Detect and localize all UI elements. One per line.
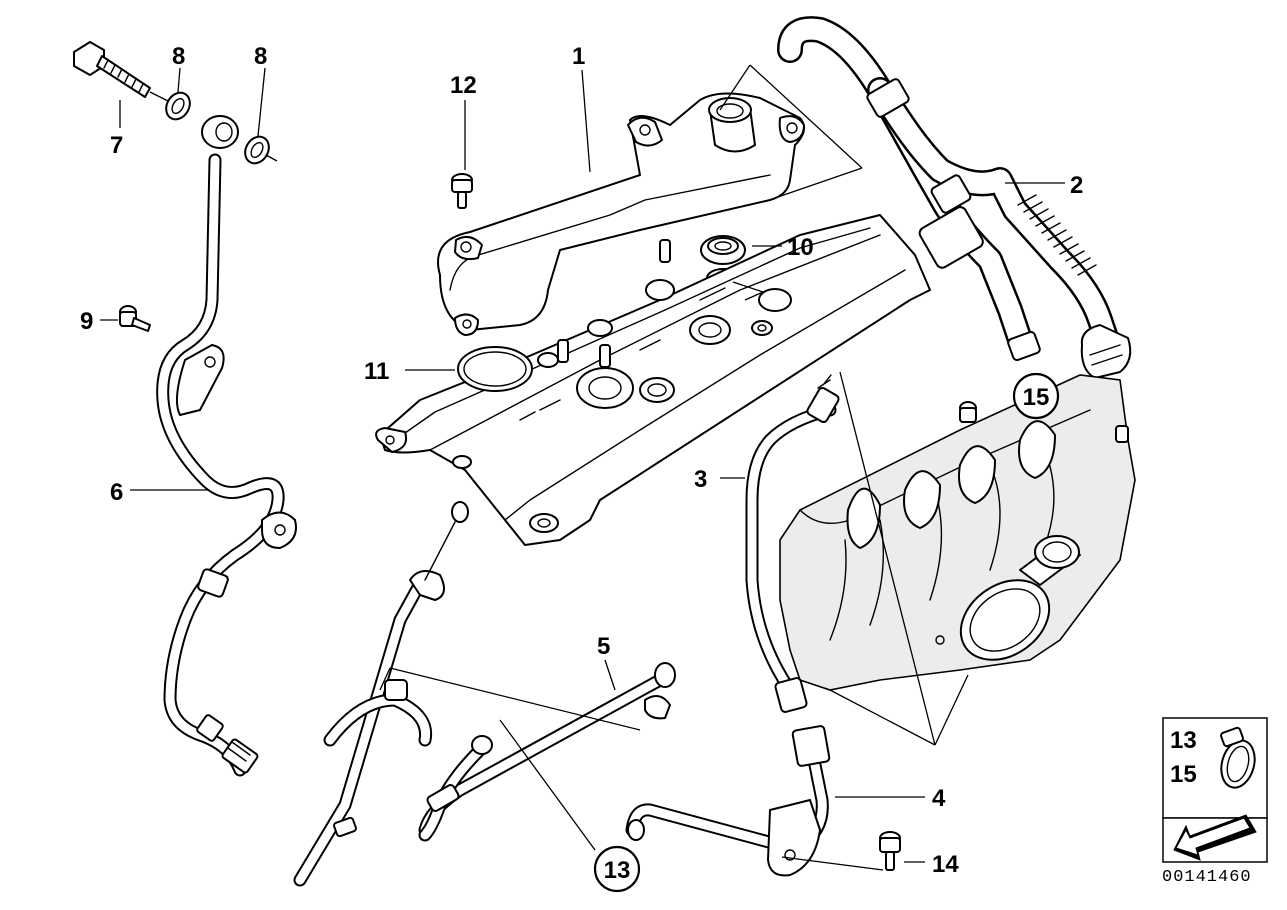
valve-cover	[375, 214, 931, 546]
part-12-screw	[451, 173, 473, 209]
callout-3: 3	[694, 466, 707, 493]
intake-manifold	[779, 374, 1136, 691]
callout-12: 12	[450, 72, 477, 99]
callout-15: 15	[1023, 384, 1050, 411]
part-3-breather-hose	[745, 374, 840, 713]
part-5-breather-pipe	[418, 662, 676, 842]
callout-8b: 8	[254, 43, 267, 70]
hose-clamp-icon	[1220, 726, 1256, 789]
callout-15-circled: 15	[1012, 372, 1060, 420]
callout-4: 4	[932, 785, 946, 812]
callout-6: 6	[110, 479, 123, 506]
legend-15: 15	[1170, 761, 1197, 788]
callout-labels: 1 2 3 4 5 6 7 8 8 9 10 11 12 14	[80, 43, 1083, 878]
callout-5: 5	[597, 633, 610, 660]
front-arrow-icon	[1173, 814, 1257, 861]
part-4-vent-pipe	[625, 725, 831, 877]
document-number: 00141460	[1162, 868, 1252, 887]
part-7-banjo-bolt	[73, 41, 151, 98]
dipstick-guide	[293, 501, 469, 887]
callout-7: 7	[110, 132, 123, 159]
part-6-oil-pipe	[156, 115, 297, 777]
part-14-screw	[879, 831, 901, 871]
callout-13: 13	[604, 857, 631, 884]
callout-8a: 8	[172, 43, 185, 70]
part-8-seal-washer-b	[244, 135, 270, 165]
clamp-legend: 13 15	[1162, 717, 1268, 819]
part-8-seal-washer-a	[165, 91, 191, 121]
callout-14: 14	[932, 851, 959, 878]
part-11-o-ring	[457, 346, 533, 392]
part-9-screw	[119, 305, 151, 332]
callout-1: 1	[572, 43, 585, 70]
legend-13: 13	[1170, 727, 1197, 754]
direction-arrow-box	[1162, 814, 1268, 863]
callout-13-circled: 13	[593, 845, 641, 893]
assembly-lines	[379, 64, 969, 871]
callout-9: 9	[80, 308, 93, 335]
callout-11: 11	[364, 358, 389, 385]
part-1-cover	[437, 92, 805, 336]
callout-leaders	[100, 67, 1065, 863]
part-2-vent-hose	[777, 16, 1132, 379]
callout-2: 2	[1070, 172, 1083, 199]
callout-10: 10	[787, 234, 814, 261]
